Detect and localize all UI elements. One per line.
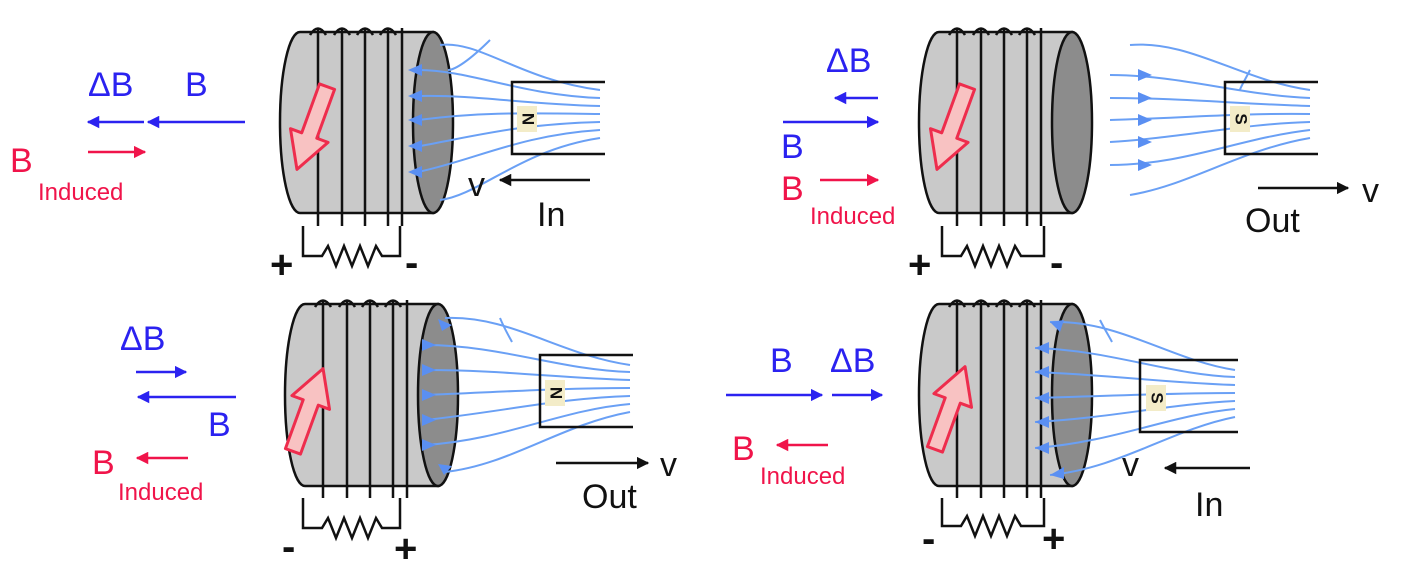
bar-magnet-icon xyxy=(510,80,605,156)
field-arrowheads xyxy=(1138,69,1152,171)
induced-current-arrow-icon xyxy=(283,367,332,456)
field-arrowheads xyxy=(1035,320,1064,479)
b-induced-subscript: Induced xyxy=(38,179,123,206)
magnet-pole-label: N xyxy=(547,387,566,399)
bar-magnet-icon xyxy=(538,353,633,429)
resistor-zigzag-icon xyxy=(940,226,1046,270)
magnet-pole-label: S xyxy=(1232,113,1251,124)
right-terminal-sign: - xyxy=(1050,241,1063,285)
panel-top-right: ΔB B B Induced + - S xyxy=(781,27,1379,287)
delta-b-label: ΔB xyxy=(120,320,165,358)
delta-b-label: ΔB xyxy=(830,342,875,380)
velocity-label: v xyxy=(1362,172,1379,210)
field-lines xyxy=(1109,43,1311,196)
b-induced-label: B xyxy=(781,170,804,208)
velocity-label: v xyxy=(1122,446,1139,484)
field-lines xyxy=(417,39,601,201)
left-terminal-sign: - xyxy=(282,525,295,569)
solenoid-coil-icon xyxy=(278,27,455,226)
field-lines xyxy=(1034,319,1236,476)
velocity-label: v xyxy=(468,166,485,204)
b-label: B xyxy=(208,406,231,444)
left-terminal-sign: + xyxy=(908,243,931,287)
magnet-pole-label: N xyxy=(519,113,538,125)
motion-label: Out xyxy=(1245,202,1300,240)
b-induced-label: B xyxy=(732,430,755,468)
induced-current-arrow-icon xyxy=(925,365,974,454)
resistor-zigzag-icon xyxy=(301,498,402,542)
panel-top-left: ΔB B B Induced + - xyxy=(10,27,605,287)
bar-magnet-icon xyxy=(1138,358,1238,434)
right-terminal-sign: + xyxy=(1042,517,1065,561)
field-lines xyxy=(424,316,631,473)
resistor-zigzag-icon xyxy=(940,498,1046,540)
induced-current-arrow-icon xyxy=(928,82,977,171)
b-induced-label: B xyxy=(10,142,33,180)
velocity-label: v xyxy=(660,446,677,484)
motion-label: In xyxy=(1195,486,1223,524)
right-terminal-sign: + xyxy=(394,527,417,571)
b-induced-label: B xyxy=(92,444,115,482)
induced-current-arrow-icon xyxy=(288,82,337,171)
delta-b-label: ΔB xyxy=(88,66,133,104)
resistor-zigzag-icon xyxy=(301,226,402,270)
b-induced-subscript: Induced xyxy=(118,479,203,506)
b-label: B xyxy=(185,66,208,104)
magnet-pole-label: S xyxy=(1148,392,1167,403)
solenoid-coil-icon xyxy=(917,27,1094,226)
b-label: B xyxy=(770,342,793,380)
motion-label: Out xyxy=(582,478,637,516)
b-induced-subscript: Induced xyxy=(760,463,845,490)
b-induced-subscript: Induced xyxy=(810,203,895,230)
solenoid-coil-icon xyxy=(917,299,1094,498)
left-terminal-sign: - xyxy=(922,517,935,561)
left-terminal-sign: + xyxy=(270,243,293,287)
solenoid-coil-icon xyxy=(283,299,460,498)
panel-bottom-right: B ΔB B Induced - + xyxy=(726,299,1250,561)
bar-magnet-icon xyxy=(1223,80,1318,156)
motion-label: In xyxy=(537,196,565,234)
panel-bottom-left: ΔB B B Induced - + xyxy=(92,299,677,571)
right-terminal-sign: - xyxy=(405,241,418,285)
delta-b-label: ΔB xyxy=(826,42,871,80)
field-arrowheads xyxy=(422,319,452,475)
field-arrowheads xyxy=(408,64,422,178)
b-label: B xyxy=(781,128,804,166)
